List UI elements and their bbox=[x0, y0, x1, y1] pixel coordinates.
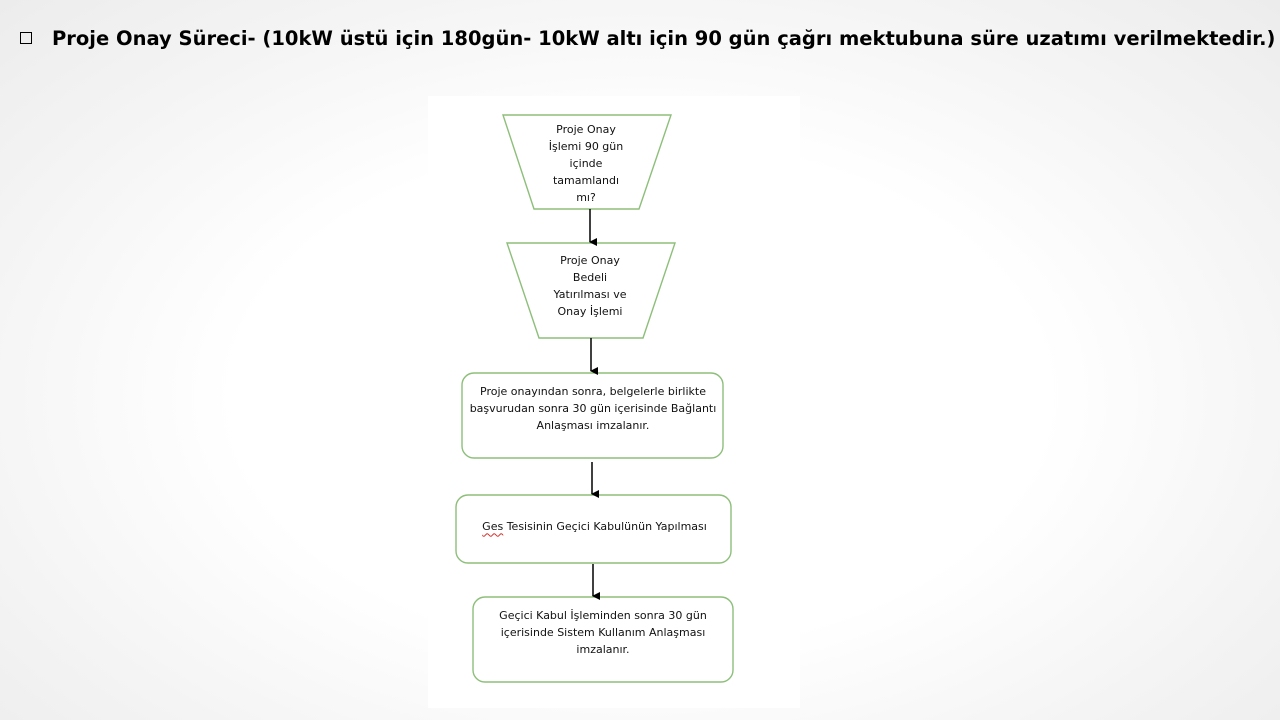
step-5-line-2: içerisinde Sistem Kullanım Anlaşması bbox=[500, 625, 706, 639]
step-1-line-4: tamamlandı bbox=[552, 173, 620, 187]
step-3-line-2: başvurudan sonra 30 gün içerisinde Bağla… bbox=[469, 401, 717, 415]
step-2-trapezoid bbox=[506, 242, 676, 339]
step-1-line-3: içinde bbox=[569, 156, 603, 170]
step-4-line: Tesisinin Geçici Kabulünün Yapılması bbox=[506, 519, 707, 533]
step-1-line-5: mı? bbox=[576, 190, 596, 204]
step-5-text: Geçici Kabul İşleminden sonra 30 gün içe… bbox=[478, 606, 728, 658]
step-1-line-1: Proje Onay bbox=[556, 122, 616, 136]
square-bullet-icon bbox=[20, 32, 32, 44]
step-5-box bbox=[472, 596, 734, 683]
step-1-line-2: İşlemi 90 gün bbox=[548, 139, 624, 153]
step-5-line-3: imzalanır. bbox=[576, 642, 630, 656]
step-2-line-4: Onay İşlemi bbox=[557, 305, 623, 318]
flowchart-canvas bbox=[455, 114, 734, 683]
step-3-line-3: Anlaşması imzalanır. bbox=[536, 418, 650, 432]
step-1-text: Proje Onay İşlemi 90 gün içinde tamamlan… bbox=[540, 118, 632, 208]
step-2-text: Proje Onay Bedeli Yatırılması ve Onay İş… bbox=[540, 251, 640, 321]
step-2-line-3: Yatırılması ve bbox=[553, 288, 627, 301]
step-4-underlined-word: Ges bbox=[482, 519, 504, 533]
step-3-line-1: Proje onayından sonra, belgelerle birlik… bbox=[480, 384, 706, 398]
step-5-line-1: Geçici Kabul İşleminden sonra 30 gün bbox=[499, 608, 707, 622]
slide-heading: Proje Onay Süreci- (10kW üstü için 180gü… bbox=[18, 24, 1275, 52]
flowchart-panel: Proje Onay İşlemi 90 gün içinde tamamlan… bbox=[428, 96, 800, 708]
step-2-line-2: Bedeli bbox=[572, 271, 608, 284]
step-3-text: Proje onayından sonra, belgelerle birlik… bbox=[468, 382, 718, 434]
step-1-trapezoid bbox=[502, 114, 672, 210]
step-4-text: Ges Tesisinin Geçici Kabulünün Yapılması bbox=[462, 516, 727, 536]
heading-text: Proje Onay Süreci- (10kW üstü için 180gü… bbox=[52, 26, 1276, 50]
step-2-line-1: Proje Onay bbox=[560, 254, 620, 267]
